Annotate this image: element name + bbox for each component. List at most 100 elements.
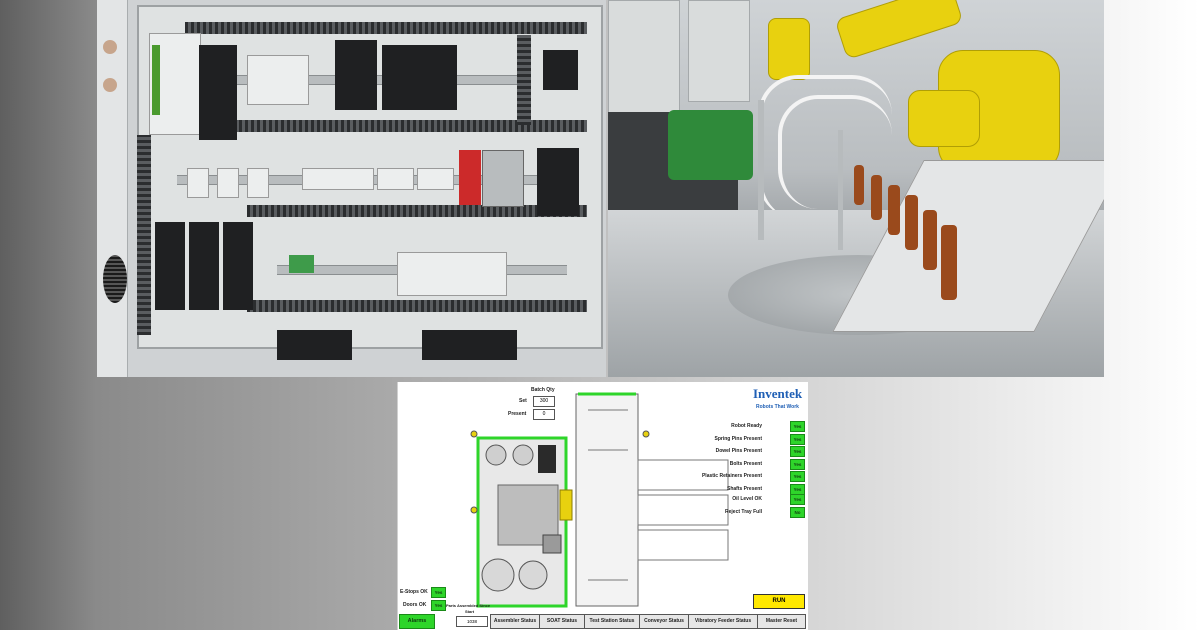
terminal-block: [289, 255, 314, 273]
status-label-plastic-retainers: Plastic Retainers Present: [701, 473, 762, 479]
brown-part: [923, 210, 937, 270]
din-rail: [237, 75, 517, 85]
feeder-bowl: [481, 558, 515, 592]
wire-duct: [137, 135, 151, 335]
wire-duct: [185, 120, 587, 132]
sensor-icon: [642, 430, 650, 438]
tab-soat-status[interactable]: SOAT Status: [539, 614, 585, 629]
power-brick: [422, 330, 517, 360]
terminal-block: [397, 252, 507, 296]
plc-module: [199, 45, 237, 140]
tab-assembler-status[interactable]: Assembler Status: [490, 614, 540, 629]
status-indicator-robot-ready: Yes: [790, 421, 805, 432]
alarms-button[interactable]: Alarms: [399, 614, 435, 629]
robot-arm-background: [768, 18, 810, 80]
doors-indicator: Yes: [431, 600, 446, 611]
contactor: [247, 168, 269, 198]
machine-layout-diagram: [470, 392, 729, 608]
brown-part: [941, 225, 957, 300]
machine-frame: [688, 0, 750, 102]
safety-relay: [459, 150, 481, 205]
status-indicator-plastic-retainers: Yes: [790, 471, 805, 482]
servo-drive: [189, 222, 219, 310]
batch-set-input[interactable]: 300: [533, 396, 555, 407]
fan-grille: [103, 255, 127, 303]
status-label-shafts: Shafts Present: [726, 486, 762, 492]
status-label-robot-ready: Robot Ready: [731, 423, 762, 429]
power-brick: [277, 330, 352, 360]
wire-duct: [247, 300, 587, 312]
parts-assembled-sub: Start: [465, 609, 475, 614]
io-module: [382, 45, 457, 110]
plc-terminal-strip: [152, 45, 160, 115]
conveyor-lanes: [588, 409, 729, 581]
power-supply: [335, 40, 377, 110]
robot-wrist: [908, 90, 980, 147]
tab-test-station-status[interactable]: Test Station Status: [584, 614, 640, 629]
status-label-spring-pins: Spring Pins Present: [714, 436, 762, 442]
servo-drive: [155, 222, 185, 310]
tab-vibratory-feeder-status[interactable]: Vibratory Feeder Status: [688, 614, 758, 629]
terminal-block: [377, 168, 414, 190]
parts-assembled-value: 1038: [456, 616, 488, 627]
terminal-block: [417, 168, 454, 190]
logo-tagline: Robots That Work: [756, 404, 799, 410]
run-button[interactable]: RUN: [753, 594, 805, 609]
machine-frame: [608, 0, 680, 132]
servo-drive: [223, 222, 253, 310]
control-cabinet-photo: [97, 0, 606, 377]
metal-post: [838, 130, 843, 250]
green-feeder: [668, 110, 753, 180]
status-indicator-oil-level: Yes: [790, 494, 805, 505]
robot-icon: [559, 489, 573, 521]
batch-set-label: Set: [519, 398, 527, 404]
estops-label: E-Stops OK: [400, 589, 428, 595]
status-indicator-spring-pins: Yes: [790, 434, 805, 445]
metal-post: [758, 100, 764, 240]
feeder-bowl: [518, 560, 548, 590]
relay-block: [543, 50, 578, 90]
sensor-icon: [470, 430, 478, 438]
feeder-bowl: [485, 444, 507, 466]
brown-part: [888, 185, 900, 235]
air-tubing: [778, 95, 892, 209]
feeder-bowl: [512, 444, 534, 466]
door-grommet: [103, 78, 117, 92]
sensor-icon: [470, 506, 478, 514]
circuit-breakers: [247, 55, 309, 105]
test-station: [542, 534, 562, 554]
doors-label: Doors OK: [403, 602, 427, 608]
status-indicator-bolts: Yes: [790, 459, 805, 470]
wire-duct: [247, 205, 587, 217]
cabinet-door-hinge: [97, 0, 128, 377]
brown-part: [871, 175, 882, 220]
cooling-fan: [537, 148, 579, 216]
status-label-bolts: Bolts Present: [729, 461, 762, 467]
contactor: [187, 168, 209, 198]
conveyor-frame: [575, 393, 639, 607]
status-label-dowel-pins: Dowel Pins Present: [715, 448, 762, 454]
brown-part: [905, 195, 918, 250]
status-label-reject-tray: Reject Tray Full: [725, 509, 762, 515]
parts-hopper: [538, 445, 556, 473]
hmi-screen: Batch Qty Set 300 Present 0 Inventek Rob…: [397, 382, 808, 630]
master-reset-button[interactable]: Master Reset: [757, 614, 806, 629]
contactor: [217, 168, 239, 198]
status-indicator-dowel-pins: Yes: [790, 446, 805, 457]
batch-qty-title: Batch Qty: [531, 387, 555, 393]
batch-present-value: 0: [533, 409, 555, 420]
network-switch: [482, 150, 524, 207]
tab-conveyor-status[interactable]: Conveyor Status: [639, 614, 689, 629]
inventek-logo: Inventek: [753, 386, 803, 401]
status-label-oil-level: Oil Level OK: [732, 496, 762, 502]
wire-duct: [185, 22, 587, 34]
robot-arm-upper: [834, 0, 964, 60]
robot-cell-photo: [608, 0, 1104, 377]
parts-assembled-label: Parts Assembled Since: [446, 603, 491, 608]
status-indicator-reject-tray: No: [790, 507, 805, 518]
batch-present-label: Present: [508, 411, 527, 417]
wire-duct: [517, 35, 531, 125]
brown-part: [854, 165, 864, 205]
door-grommet: [103, 40, 117, 54]
estops-indicator: Yes: [431, 587, 446, 598]
